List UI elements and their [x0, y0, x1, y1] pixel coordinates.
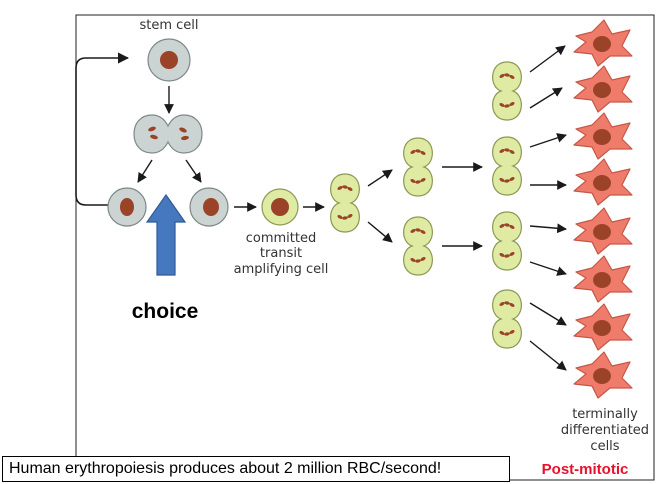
transit-amplifying-divisions [330, 61, 522, 349]
differentiated-cell-7 [573, 303, 633, 351]
arrow-div1-down [367, 221, 393, 243]
terminal-label-line3: cells [590, 439, 619, 454]
dividing-stem-cell [133, 114, 203, 154]
differentiated-cells [573, 19, 633, 399]
green-dividing-cell-3b [492, 136, 522, 196]
committed-label-line1: committed [246, 231, 316, 246]
differentiated-cell-5 [573, 207, 633, 255]
green-dividing-cell-3d [492, 289, 522, 349]
caption-text: Human erythropoiesis produces about 2 mi… [9, 460, 442, 477]
arrow-div1-up [367, 169, 393, 187]
choice-label: choice [132, 300, 199, 323]
arrow-to-differentiated-7 [529, 302, 567, 326]
differentiated-cell-3 [573, 112, 633, 160]
arrow-to-differentiated-5 [529, 223, 567, 234]
differentiated-cell-8 [573, 351, 633, 399]
green-dividing-cell-3a [492, 61, 522, 121]
arrow-to-differentiated-1 [529, 45, 566, 73]
differentiated-cell-6 [573, 255, 633, 303]
green-dividing-cell-3c [492, 211, 522, 271]
stem-cell-label: stem cell [139, 18, 198, 33]
daughter-cell-left [107, 187, 147, 227]
committed-transit-amplifying-cell [261, 188, 299, 226]
green-dividing-cell-2a [403, 137, 433, 197]
terminal-label-line2: differentiated [561, 423, 649, 438]
committed-label-line2: transit [260, 246, 302, 261]
choice-arrow [145, 193, 187, 276]
differentiated-cell-4 [573, 158, 633, 206]
terminal-label-line1: terminally [572, 407, 638, 422]
arrow-to-differentiated-8 [529, 340, 567, 371]
self-renewal-arrow [75, 52, 130, 206]
daughter-cell-right [189, 187, 229, 227]
differentiated-cell-2 [573, 65, 633, 113]
arrow-to-differentiated-2 [529, 87, 563, 109]
differentiated-cell-1 [573, 19, 633, 67]
arrow-to-daughter-left [137, 159, 153, 183]
arrow-to-differentiated-3 [529, 133, 567, 148]
arrow-to-differentiated-6 [529, 261, 567, 276]
caption-box: Human erythropoiesis produces about 2 mi… [2, 456, 510, 482]
green-dividing-cell-1 [330, 173, 360, 233]
post-mitotic-label: Post-mitotic [542, 461, 629, 478]
stem-cell [147, 38, 191, 82]
lineage-arrows [367, 45, 567, 371]
committed-label-line3: amplifying cell [234, 262, 329, 277]
arrow-to-daughter-right [185, 159, 202, 183]
green-dividing-cell-2b [403, 216, 433, 276]
